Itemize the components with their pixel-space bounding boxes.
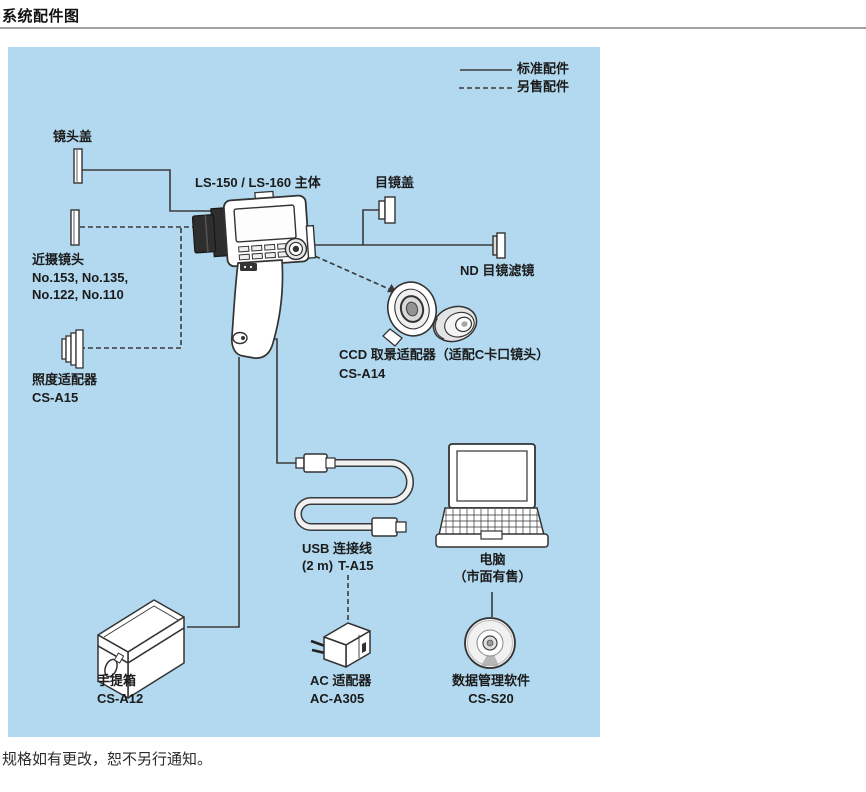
ccd-adapter-drawing — [382, 281, 478, 347]
computer-label: 电脑 — [479, 552, 506, 567]
line-eyepiece-cap — [362, 209, 380, 245]
eyepiece-cap-shape — [378, 196, 396, 224]
nd-filter-label: ND 目镜滤镜 — [460, 263, 535, 278]
closeup-lens-models-1: No.153, No.135, — [32, 270, 129, 285]
usb-cable-length: (2 m) — [302, 558, 334, 573]
usb-cable-line2: (2 m) T-A15 — [302, 558, 374, 574]
line-carrying-case — [187, 357, 240, 628]
ac-adapter-code: AC-A305 — [310, 691, 365, 706]
footer-note: 规格如有更改，恕不另行通知。 — [2, 751, 213, 768]
luminance-meter-drawing — [191, 190, 317, 359]
usb-cable-drawing — [294, 453, 414, 537]
nd-filter-shape — [492, 232, 506, 259]
software-label: 数据管理软件 — [451, 673, 530, 688]
illuminance-adapter-code: CS-A15 — [32, 390, 79, 405]
software-code: CS-S20 — [468, 691, 514, 706]
computer-note: （市面有售） — [453, 569, 532, 584]
carrying-case-code: CS-A12 — [97, 691, 144, 706]
page-title: 系统配件图 — [2, 8, 80, 25]
title-divider — [0, 27, 866, 29]
line-illuminance-adapter — [83, 228, 182, 349]
legend-optional-label: 另售配件 — [517, 79, 570, 94]
lens-cap-label: 镜头盖 — [53, 129, 93, 144]
line-lens-cap — [82, 169, 214, 212]
closeup-lens-models-2: No.122, No.110 — [32, 287, 124, 302]
legend-standard-label: 标准配件 — [517, 61, 570, 76]
carrying-case-label: 手提箱 — [97, 673, 137, 688]
ccd-adapter-code: CS-A14 — [339, 366, 386, 381]
ccd-adapter-label: CCD 取景适配器（适配C卡口镜头） — [339, 347, 550, 362]
line-ccd-adapter — [307, 252, 390, 290]
eyepiece-cap-label: 目镜盖 — [375, 175, 415, 190]
carrying-case-drawing — [97, 599, 185, 699]
usb-cable-label: USB 连接线 — [302, 541, 373, 556]
ac-adapter-label: AC 适配器 — [310, 673, 372, 688]
cd-drawing — [464, 617, 516, 669]
closeup-lens-label: 近摄镜头 — [32, 252, 85, 267]
ac-adapter-drawing — [310, 622, 371, 668]
laptop-drawing — [435, 443, 549, 548]
illuminance-adapter-shape — [61, 329, 84, 369]
closeup-lens-shape — [70, 209, 80, 246]
lens-cap-shape — [73, 148, 83, 184]
system-accessories-diagram: 标准配件 另售配件 镜头盖 LS-150 / LS-160 主体 目镜盖 ND … — [8, 47, 600, 737]
main-body-label: LS-150 / LS-160 主体 — [195, 175, 321, 190]
diagram-artwork — [61, 69, 549, 699]
usb-cable-code: T-A15 — [338, 558, 374, 573]
illuminance-adapter-label: 照度适配器 — [32, 372, 98, 387]
